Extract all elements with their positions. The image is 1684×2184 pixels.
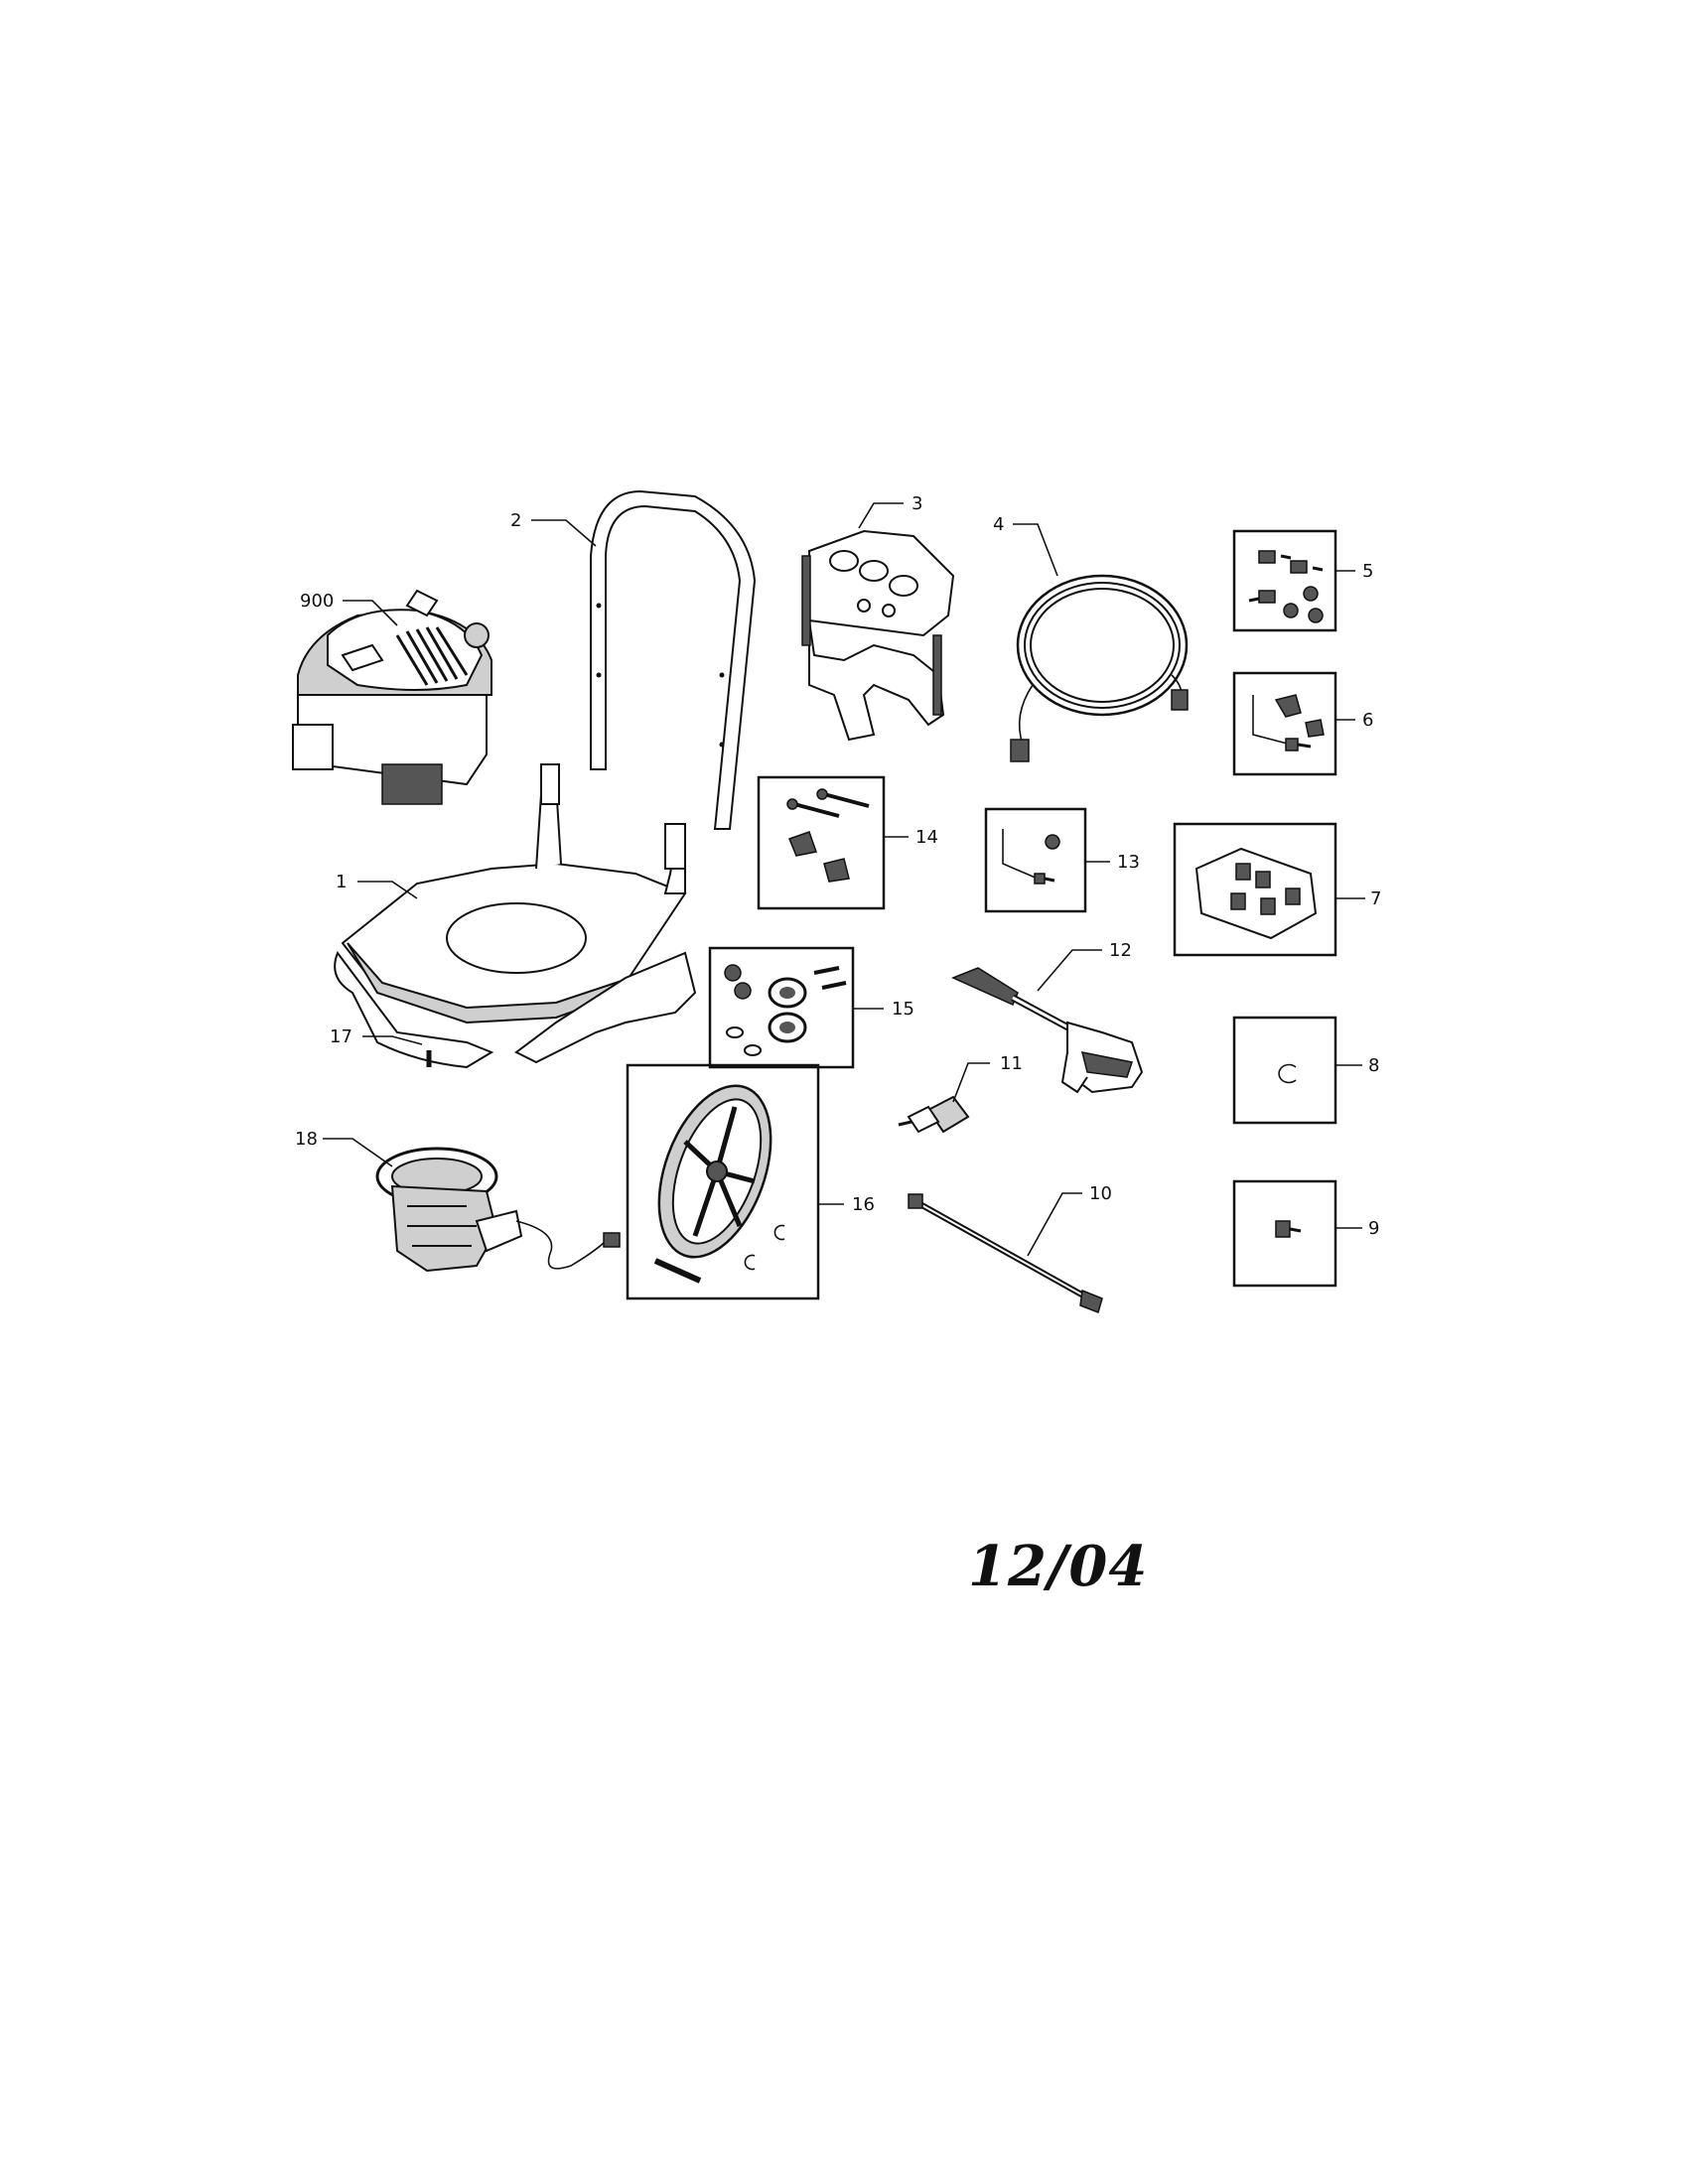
part-13-pin-kit-box [984,807,1087,913]
part-15-wheel-hardware-box [708,946,855,1069]
svg-text:8: 8 [1368,1055,1379,1076]
svg-text:5: 5 [1362,561,1373,582]
svg-text:18: 18 [295,1129,318,1150]
svg-text:3: 3 [912,493,922,514]
part-14-handle-bolt-kit-box [757,775,886,910]
callout-7: 7 [1335,888,1381,909]
callout-14: 14 [884,827,938,848]
part-1-frame [334,763,697,1069]
callout-5: 5 [1335,561,1373,582]
svg-text:13: 13 [1117,852,1140,873]
svg-text:2: 2 [510,510,521,531]
svg-text:17: 17 [330,1026,352,1047]
part-9-fitting-box [1232,1179,1337,1288]
part-7-nozzle-kit-box [1173,822,1337,957]
svg-text:11: 11 [1000,1053,1023,1074]
callout-1: 1 [336,872,418,899]
callout-6: 6 [1335,710,1373,731]
callout-2: 2 [510,510,597,547]
date-stamp: 12/04 [968,1534,1149,1599]
part-4-hose [1010,574,1189,762]
svg-text:1: 1 [336,872,347,892]
part-11-nozzle [898,1095,970,1134]
callout-17: 17 [330,1026,423,1047]
part-900-engine [292,589,492,805]
callout-15: 15 [853,999,914,1020]
part-3-panel-bracket [801,529,955,742]
svg-text:14: 14 [915,827,938,848]
callout-8: 8 [1335,1055,1379,1076]
svg-text:15: 15 [892,999,914,1020]
callout-4: 4 [993,514,1058,577]
callout-9: 9 [1335,1218,1379,1239]
part-6-knob-kit-box [1232,671,1337,776]
svg-text:10: 10 [1089,1183,1112,1204]
part-8-clip-box [1232,1016,1337,1125]
svg-text:7: 7 [1370,888,1381,909]
part-12-spray-gun [951,967,1144,1094]
svg-text:6: 6 [1362,710,1373,731]
svg-text:12: 12 [1109,940,1132,961]
part-10-spray-wand [908,1193,1103,1313]
callout-900: 900 [300,591,398,626]
callout-11: 11 [952,1053,1023,1103]
svg-text:16: 16 [852,1194,875,1215]
callout-13: 13 [1085,852,1140,873]
part-2-handle [590,489,757,830]
part-5-bolt-kit-box [1232,529,1337,632]
callout-10: 10 [1027,1183,1112,1257]
callout-18: 18 [295,1129,393,1167]
callout-16: 16 [818,1194,875,1215]
svg-text:9: 9 [1368,1218,1379,1239]
part-18-pump [375,1147,621,1273]
callout-12: 12 [1037,940,1132,992]
part-16-wheel-kit-box [626,1063,820,1300]
svg-text:4: 4 [993,514,1004,535]
callout-3: 3 [858,493,922,529]
svg-text:900: 900 [300,591,334,612]
